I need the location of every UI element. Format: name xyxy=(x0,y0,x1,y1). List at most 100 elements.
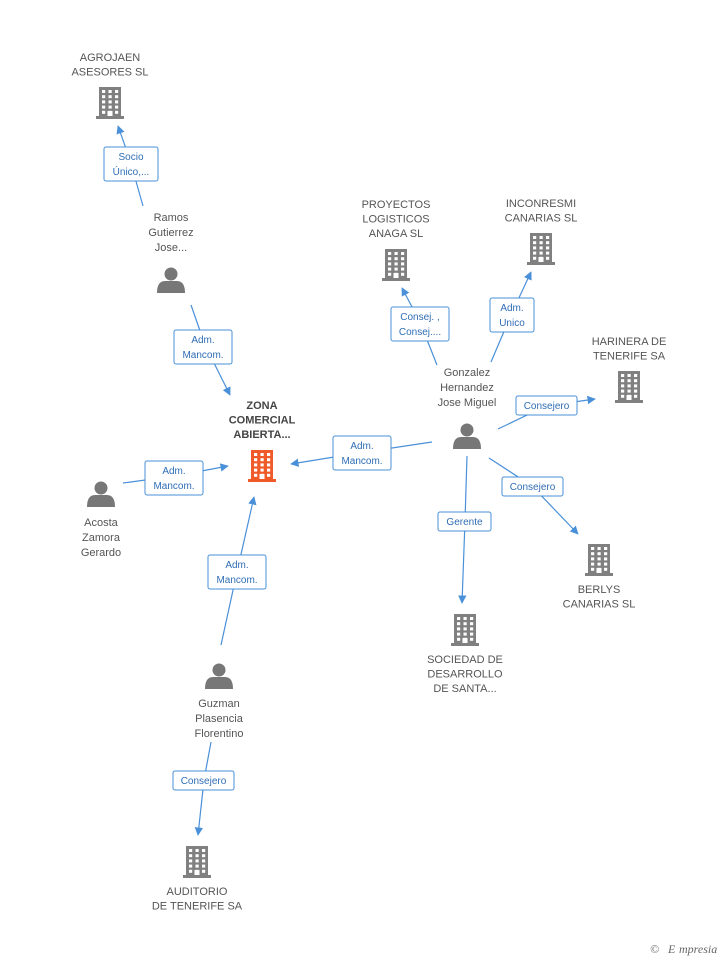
person-icon xyxy=(87,481,115,507)
node-label: ZONA xyxy=(246,400,277,412)
edge-label-text: Adm. xyxy=(225,560,248,571)
node-label: Plasencia xyxy=(195,713,244,725)
edge-label-text: Adm. xyxy=(500,303,523,314)
edge-label-text: Gerente xyxy=(446,517,483,528)
building-icon xyxy=(248,450,276,482)
node-label: BERLYS xyxy=(578,584,621,596)
edge-label-text: Mancom. xyxy=(182,350,223,361)
edge-label-box[interactable] xyxy=(172,770,235,791)
edge-guzman-auditorio[interactable]: Consejero xyxy=(172,741,235,836)
person-icon xyxy=(453,423,481,449)
node-label: TENERIFE SA xyxy=(593,351,666,363)
node-label: SOCIEDAD DE xyxy=(427,654,503,666)
edge-label-text: Adm. xyxy=(350,441,373,452)
node-label: Acosta xyxy=(84,517,119,529)
edge-label-box[interactable] xyxy=(390,306,450,342)
building-icon xyxy=(527,233,555,265)
edge-label-text: Consej.... xyxy=(399,327,441,338)
edge-label-box[interactable] xyxy=(103,146,159,182)
edge-label-text: Mancom. xyxy=(216,575,257,586)
brand-name: mpresia xyxy=(679,942,717,956)
edge-gonzalez-proyectos[interactable]: Consej. , Consej.... xyxy=(390,287,450,366)
edge-label-text: Adm. xyxy=(162,466,185,477)
node-label: DESARROLLO xyxy=(427,669,503,681)
node-label: Gonzalez xyxy=(444,367,490,379)
edge-label-box[interactable] xyxy=(144,460,204,496)
edge-label-text: Mancom. xyxy=(341,456,382,467)
edge-gonzalez-sociedad[interactable]: Gerente xyxy=(437,455,492,604)
node-label: INCONRESMI xyxy=(506,198,576,210)
edge-label-box[interactable] xyxy=(437,511,492,532)
node-proyectos[interactable]: PROYECTOS LOGISTICOS ANAGA SL xyxy=(362,199,431,281)
node-label: LOGISTICOS xyxy=(362,214,429,226)
node-label: Zamora xyxy=(82,532,121,544)
node-label: ABIERTA... xyxy=(233,429,290,441)
node-label: ANAGA SL xyxy=(369,228,423,240)
node-harinera[interactable]: HARINERA DE TENERIFE SA xyxy=(592,336,667,403)
edges-layer: SocioÚnico,...Adm.Mancom.Adm.Mancom.Adm.… xyxy=(103,125,596,836)
node-agrojaen[interactable]: AGROJAEN ASESORES SL xyxy=(71,52,149,119)
edge-label-text: Unico xyxy=(499,318,525,329)
node-label: Gutierrez xyxy=(148,227,193,239)
building-icon xyxy=(183,846,211,878)
node-ramos[interactable]: RamosGutierrezJose... xyxy=(148,212,194,293)
node-label: AGROJAEN xyxy=(80,52,141,64)
edge-label-box[interactable] xyxy=(173,329,233,365)
edge-label-text: Socio xyxy=(118,152,143,163)
node-label: DE SANTA... xyxy=(433,683,496,695)
node-label: Ramos xyxy=(154,212,189,224)
edge-label-text: Consejero xyxy=(524,401,570,412)
edge-label-text: Mancom. xyxy=(153,481,194,492)
node-label: Gerardo xyxy=(81,547,121,559)
node-label: DE TENERIFE SA xyxy=(152,901,243,913)
edge-label-text: Consejero xyxy=(510,482,556,493)
empresia-logo[interactable]: © E mpresia xyxy=(650,942,717,956)
node-auditorio[interactable]: AUDITORIO DE TENERIFE SA xyxy=(152,846,243,913)
copyright-symbol: © xyxy=(650,942,659,956)
node-zona[interactable]: ZONA COMERCIAL ABIERTA... xyxy=(229,400,296,482)
node-label: Jose Miguel xyxy=(438,397,497,409)
edge-label-box[interactable] xyxy=(207,554,267,590)
edge-label-text: Consej. , xyxy=(400,312,439,323)
node-label: CANARIAS SL xyxy=(505,213,578,225)
edge-label-box[interactable] xyxy=(489,297,535,333)
node-label: AUDITORIO xyxy=(167,886,228,898)
node-sociedad[interactable]: SOCIEDAD DE DESARROLLO DE SANTA... xyxy=(427,614,503,695)
node-label: Jose... xyxy=(155,242,187,254)
edge-guzman-zona[interactable]: Adm. Mancom. xyxy=(207,496,267,646)
edge-gonzalez-harinera[interactable]: Consejero xyxy=(497,395,596,430)
building-icon xyxy=(96,87,124,119)
building-icon xyxy=(451,614,479,646)
node-label: PROYECTOS xyxy=(362,199,431,211)
brand-initial: E xyxy=(667,942,676,956)
building-icon xyxy=(382,249,410,281)
edge-label-text: Adm. xyxy=(191,335,214,346)
person-icon xyxy=(157,267,185,293)
node-label: Florentino xyxy=(195,728,244,740)
edge-gonzalez-berlys[interactable]: Consejero xyxy=(488,457,579,535)
edge-label-box[interactable] xyxy=(501,476,564,497)
node-label: Guzman xyxy=(198,698,240,710)
node-label: COMERCIAL xyxy=(229,415,296,427)
edge-acosta-zona[interactable]: Adm. Mancom. xyxy=(122,460,229,496)
person-icon xyxy=(205,663,233,689)
building-icon xyxy=(585,544,613,576)
node-label: Hernandez xyxy=(440,382,494,394)
edge-label-text: Único,... xyxy=(113,165,150,178)
edge-ramos-agrojaen[interactable]: SocioÚnico,... xyxy=(103,125,159,207)
edge-label-box[interactable] xyxy=(515,395,578,416)
building-icon xyxy=(615,371,643,403)
edge-gonzalez-inconresmi[interactable]: Adm. Unico xyxy=(489,271,535,363)
edge-ramos-zona[interactable]: Adm. Mancom. xyxy=(173,304,233,396)
node-label: ASESORES SL xyxy=(71,67,148,79)
node-label: HARINERA DE xyxy=(592,336,667,348)
edge-gonzalez-zona[interactable]: Adm. Mancom. xyxy=(290,435,433,471)
edge-label-text: Consejero xyxy=(181,776,227,787)
node-inconresmi[interactable]: INCONRESMI CANARIAS SL xyxy=(505,198,578,265)
edge-label-box[interactable] xyxy=(332,435,392,471)
